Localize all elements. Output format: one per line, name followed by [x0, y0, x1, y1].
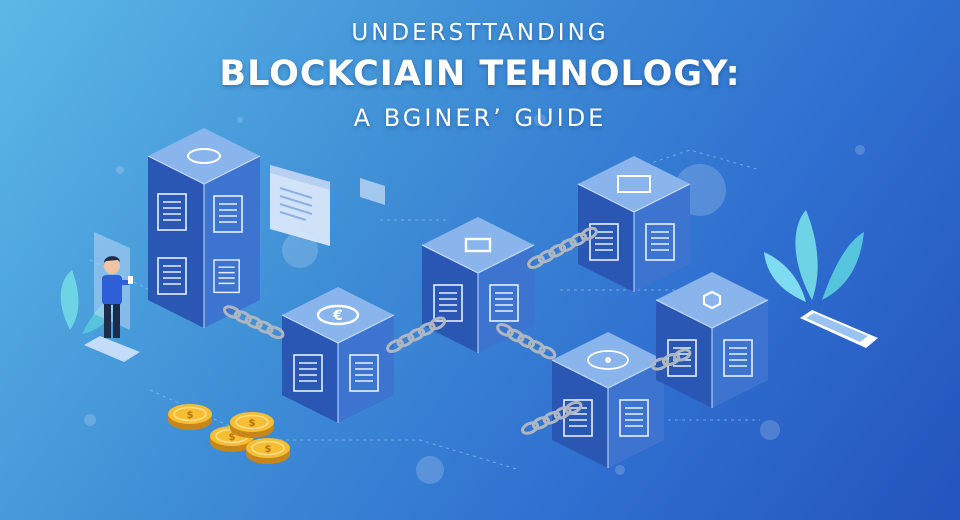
block-cube-2: [147, 127, 261, 265]
euro-icon: €: [332, 308, 343, 324]
title-line-2: BLOCKCIAIN TEHNOLOGY:: [219, 54, 741, 94]
block-cube-4: [421, 216, 535, 354]
svg-text:€: €: [332, 308, 343, 324]
phone-device: [800, 310, 878, 348]
block-cube-6: [551, 331, 665, 469]
floating-document-panel: [270, 165, 330, 246]
title-line-3: A BGINER’ GUIDE: [353, 104, 607, 132]
title-block: UNDERSTTANDING BLOCKCIAIN TEHNOLOGY: A B…: [0, 16, 960, 138]
plant-right: [764, 210, 864, 302]
block-cube-3: €: [281, 286, 395, 424]
gold-coin-stack-icon: [167, 403, 291, 465]
block-cube-5: [577, 155, 691, 293]
person-with-phone-icon: [84, 232, 140, 362]
block-cube-7: [655, 271, 769, 409]
floating-small-panel: [360, 178, 385, 205]
title-line-1: UNDERSTTANDING: [351, 20, 609, 46]
